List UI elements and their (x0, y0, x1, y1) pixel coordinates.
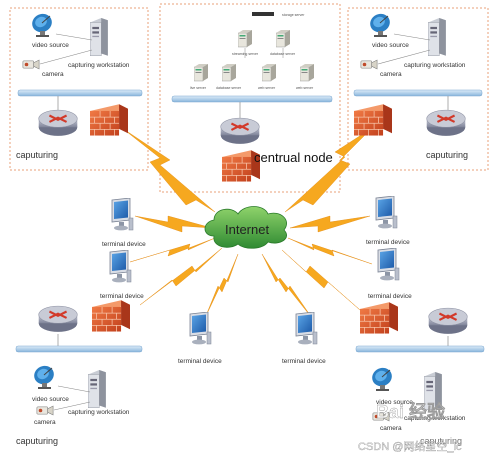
camera-icon (22, 59, 40, 70)
video-source-label: video source (32, 42, 69, 49)
server-label-streaming: streaming server (232, 52, 259, 56)
capture-group-right-top: video source camera capturing workstatio… (353, 12, 483, 160)
camera-label: camera (42, 71, 64, 78)
firewall-icon (90, 104, 128, 136)
workstation-label: capturing workstation (404, 62, 466, 69)
bolt-terminal-3 (204, 253, 239, 319)
monitor-icon (377, 248, 400, 281)
internet-label: Internet (225, 222, 269, 237)
storage-server-icon (252, 12, 274, 16)
central-node-label: centrual node (254, 150, 333, 165)
lightning-links (121, 127, 373, 319)
watermark: Bai 经验 CSDN @网络星空_lc (358, 401, 462, 453)
bolt-right-top (284, 127, 373, 213)
terminal-device-1: terminal device (102, 198, 146, 248)
left-top-group-box (9, 7, 149, 171)
bolt-terminal-5 (289, 215, 371, 233)
camera-label: camera (380, 425, 402, 432)
bolt-right-bottom (281, 249, 361, 311)
streaming-server-icon (238, 30, 252, 48)
workstation-tower-icon (90, 18, 108, 57)
monitor-icon (109, 250, 132, 283)
firewall-icon (92, 300, 130, 332)
central-router-icon (219, 117, 261, 145)
network-bus (355, 345, 485, 353)
central-group-box (159, 3, 341, 193)
firewall-icon (354, 104, 392, 136)
terminal-device-3: terminal device (178, 312, 222, 365)
workstation-label: capturing workstation (404, 415, 466, 422)
group-title: caputuring (426, 150, 468, 160)
database-server-icon-2 (222, 64, 236, 82)
monitor-icon (189, 312, 212, 345)
monitor-icon (375, 196, 398, 229)
watermark-brand: Bai 经验 (376, 401, 446, 422)
camera-label: camera (34, 419, 56, 426)
satellite-dish-icon (32, 364, 58, 390)
server-label-web-1: web server (258, 86, 276, 90)
router-icon (425, 109, 467, 137)
server-label-storage: storage server (282, 13, 305, 17)
terminal-device-5: terminal device (366, 196, 410, 246)
server-label-database-2: database server (216, 86, 242, 90)
bolt-terminal-1 (134, 215, 213, 233)
network-bus (353, 89, 483, 97)
workstation-label: capturing workstation (68, 62, 130, 69)
bolt-left-bottom (139, 247, 223, 306)
satellite-dish-icon (368, 12, 394, 38)
watermark-caption: CSDN @网络星空_lc (358, 439, 462, 453)
terminal-label: terminal device (368, 293, 412, 300)
web-server-icon-2 (300, 64, 314, 82)
terminal-device-2: terminal device (100, 250, 144, 300)
camera-icon (36, 405, 54, 416)
bolt-left-top (121, 127, 216, 213)
capture-group-left-top: video source camera capturing workstatio… (16, 12, 143, 160)
server-label-live: live server (190, 86, 207, 90)
satellite-dish-icon (370, 366, 396, 392)
video-source-label: video source (376, 399, 413, 406)
central-bus (171, 95, 333, 103)
central-node-group: storage server streaming server database… (171, 12, 333, 182)
video-source-label: video source (372, 42, 409, 49)
bolt-terminal-6 (287, 237, 373, 265)
firewall-icon (360, 302, 398, 334)
terminal-device-6: terminal device (368, 248, 412, 300)
database-server-icon (276, 30, 290, 48)
internet-cloud: Internet (204, 206, 287, 249)
capture-group-right-bottom: video source camera capturing workstatio… (355, 302, 485, 446)
video-source-label: video source (32, 396, 69, 403)
live-server-icon (194, 64, 208, 82)
router-icon (427, 307, 469, 335)
cloud-icon (204, 206, 287, 249)
network-bus (17, 89, 143, 97)
capture-group-left-bottom: video source camera capturing workstatio… (15, 300, 143, 446)
terminal-label: terminal device (178, 358, 222, 365)
group-title: caputuring (16, 436, 58, 446)
network-bus (15, 345, 143, 353)
monitor-icon (111, 198, 134, 231)
group-title: caputuring (16, 150, 58, 160)
terminal-label: terminal device (282, 358, 326, 365)
satellite-dish-icon (30, 12, 56, 38)
router-icon (37, 109, 79, 137)
web-server-icon-1 (262, 64, 276, 82)
router-icon (37, 305, 79, 333)
terminal-label: terminal device (366, 239, 410, 246)
terminal-label: terminal device (102, 241, 146, 248)
workstation-label: capturing workstation (68, 409, 130, 416)
workstation-tower-icon (88, 370, 106, 409)
bolt-terminal-4 (261, 253, 313, 319)
camera-icon (360, 59, 378, 70)
server-label-web-2: web server (296, 86, 314, 90)
camera-label: camera (380, 71, 402, 78)
terminal-label: terminal device (100, 293, 144, 300)
terminal-device-4: terminal device (282, 312, 326, 365)
monitor-icon (295, 312, 318, 345)
group-title: caputuring (420, 436, 462, 446)
right-top-group-box (347, 7, 489, 171)
workstation-tower-icon (428, 18, 446, 57)
